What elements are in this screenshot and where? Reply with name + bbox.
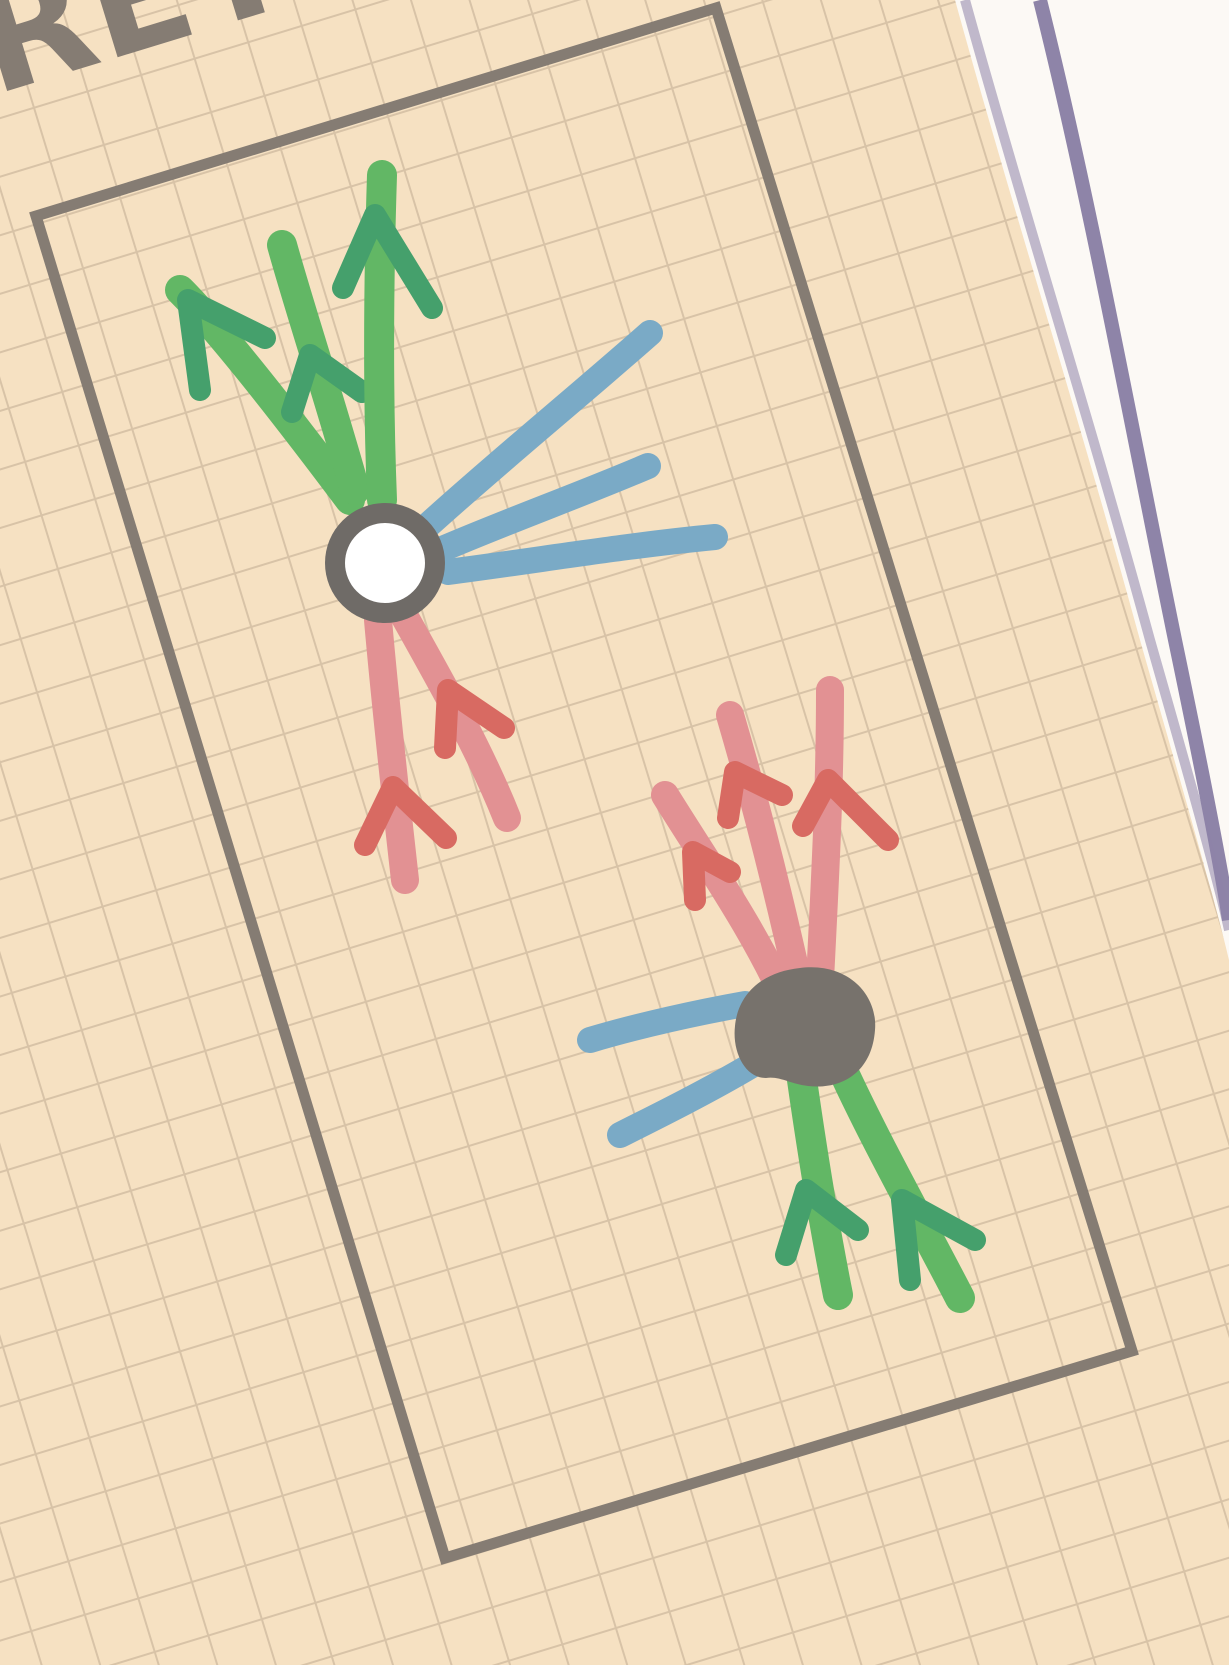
open-node-center [345, 523, 425, 603]
